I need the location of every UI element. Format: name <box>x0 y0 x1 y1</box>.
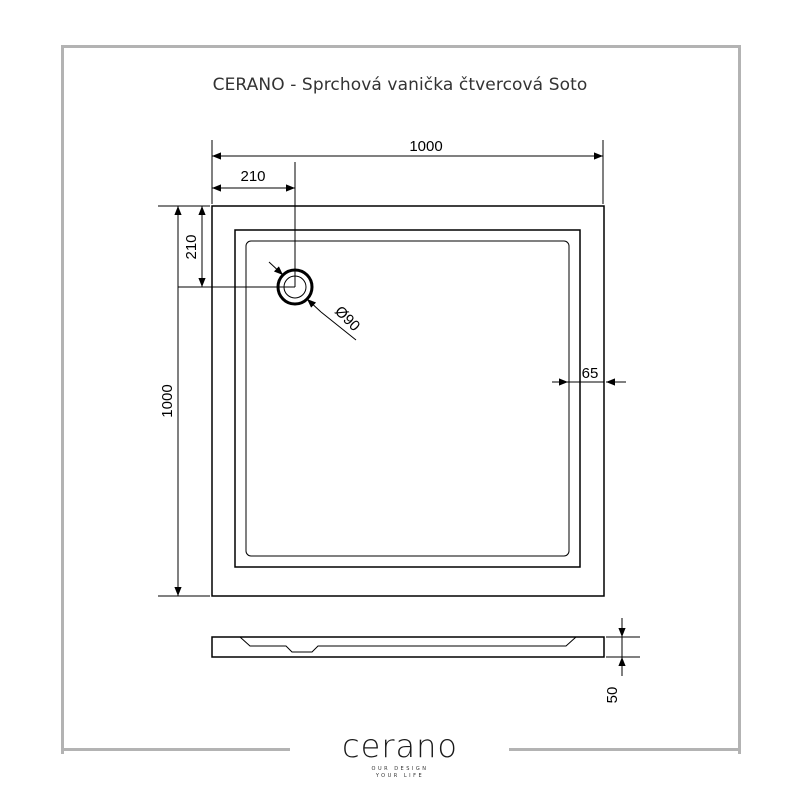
side-view-outline <box>211 636 605 658</box>
logo-wordmark: cerano <box>342 727 458 765</box>
frame-border <box>61 45 741 754</box>
width-dimension-label: 1000 <box>409 138 442 155</box>
drain-x-offset-label: 210 <box>240 168 265 185</box>
tray-side-view <box>211 636 605 658</box>
drain-diameter-leader <box>268 261 357 341</box>
side-view-basin-profile <box>239 636 577 653</box>
cerano-logo: cerano OUR DESIGN YOUR LIFE <box>300 726 500 780</box>
tray-top-view <box>211 205 605 597</box>
width-dimension <box>211 140 604 204</box>
drain-y-offset-label: 210 <box>183 234 200 259</box>
tray-height-dimension <box>606 618 640 676</box>
drawing-title: CERANO - Sprchová vanička čtvercová Soto <box>212 75 588 95</box>
drain-reference-lines <box>178 162 296 288</box>
drain-diameter-label: Ø90 <box>331 303 363 335</box>
height-dimension-label: 1000 <box>159 384 176 417</box>
tray-height-label: 50 <box>604 687 621 704</box>
tray-outer-edge <box>211 205 605 597</box>
frame-bottom-right <box>509 748 738 751</box>
tray-basin <box>245 240 570 557</box>
logo-tagline-2: YOUR LIFE <box>375 773 425 779</box>
frame-bottom-left <box>61 748 290 751</box>
rim-width-label: 65 <box>582 365 599 382</box>
tray-inner-rim <box>234 229 581 568</box>
logo-tagline-1: OUR DESIGN <box>371 766 429 772</box>
